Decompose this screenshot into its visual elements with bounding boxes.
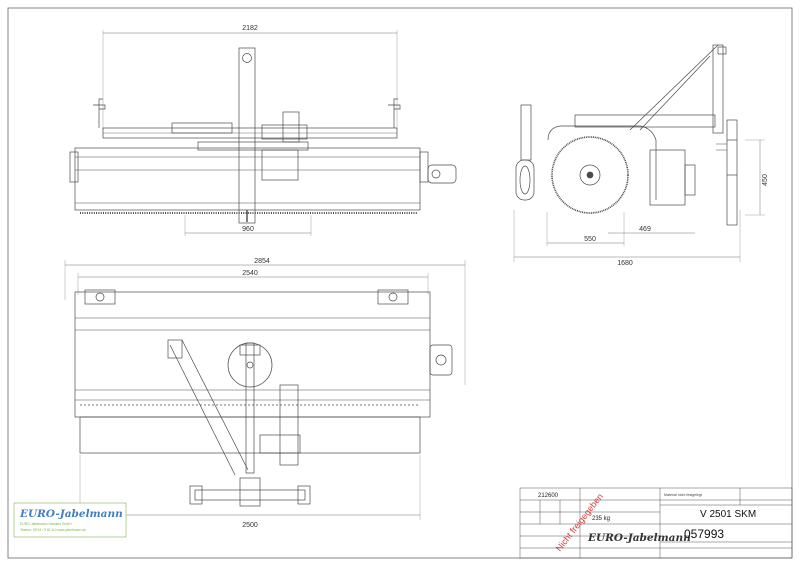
front-view bbox=[69, 30, 457, 236]
part-number: 057993 bbox=[684, 527, 724, 541]
dim-side-brush: 469 bbox=[639, 226, 651, 233]
drawing-number: 212600 bbox=[538, 493, 559, 499]
title-block bbox=[519, 487, 793, 559]
side-view bbox=[513, 44, 765, 262]
dim-top-overall: 2854 bbox=[254, 258, 270, 265]
weight-value: 235 kg bbox=[592, 516, 610, 522]
watermark-line2: Telefon: 05 04 / 9 81 8-0 www.jabelmann.… bbox=[20, 528, 86, 532]
dim-front-width: 2182 bbox=[242, 25, 258, 32]
dim-front-base: 960 bbox=[242, 226, 254, 233]
dim-top-width: 2540 bbox=[242, 270, 258, 277]
sheet-border bbox=[7, 7, 793, 559]
watermark-brand: EURO-Jabelmann bbox=[19, 508, 123, 520]
dim-bottom-width: 2500 bbox=[242, 522, 258, 529]
dim-side-depth: 1680 bbox=[617, 260, 633, 267]
watermark-logo: EURO-Jabelmann EURO-Jabelmann Handels Gm… bbox=[13, 502, 127, 538]
dim-side-inner: 550 bbox=[584, 236, 596, 243]
designation: V 2501 SKM bbox=[700, 509, 756, 520]
dim-side-height: 450 bbox=[762, 174, 769, 186]
watermark-line1: EURO-Jabelmann Handels GmbH bbox=[20, 522, 72, 526]
title-block-company-logo: EURO-Jabelmann bbox=[587, 532, 691, 544]
material-note: Material nicht festgelegt bbox=[664, 493, 702, 497]
top-view bbox=[64, 260, 466, 520]
